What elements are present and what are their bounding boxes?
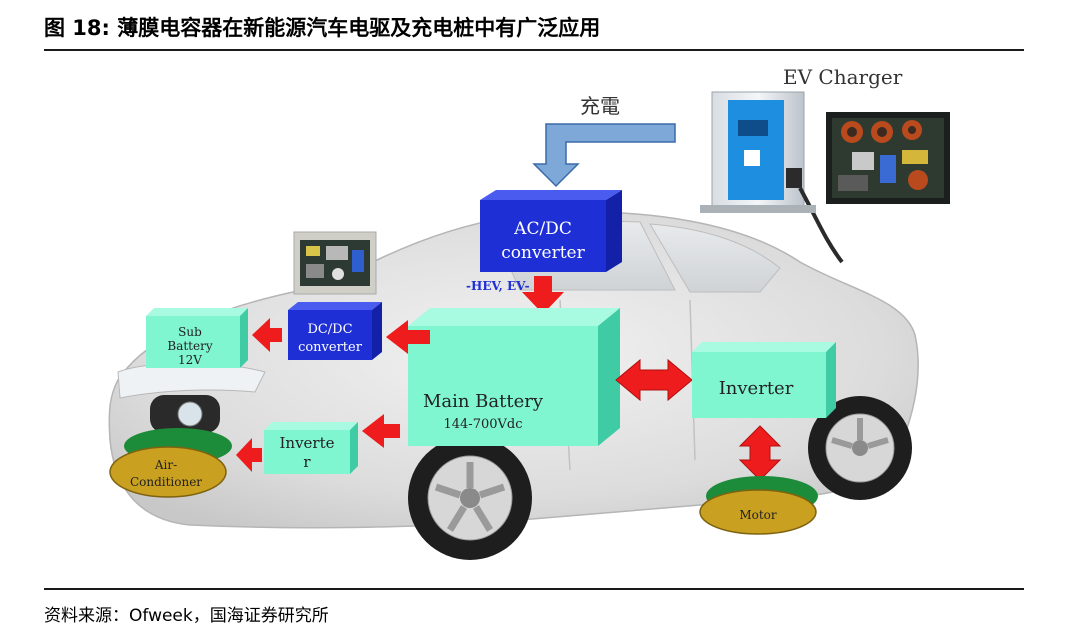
inverter-main: Inverter <box>692 342 836 418</box>
arrow-dcdc-to-subbattery <box>252 318 282 352</box>
inverter-small-line2: r <box>303 453 311 471</box>
ac-dc-line2: converter <box>501 243 585 263</box>
ev-charger <box>700 91 844 264</box>
inverter-main-label: Inverter <box>719 378 794 399</box>
ev-charger-label: EV Charger <box>783 65 903 89</box>
air-conditioner-line1: Air- <box>154 458 177 472</box>
sub-battery: Sub Battery 12V <box>146 308 248 368</box>
air-conditioner-line2: Conditioner <box>130 475 202 489</box>
source-note: 资料来源：Ofweek，国海证券研究所 <box>44 606 329 626</box>
sub-battery-line2: Battery <box>167 339 212 353</box>
charging-label: 充電 <box>580 94 620 118</box>
arrow-battery-to-small-inverter <box>362 414 400 448</box>
dcdc-board-photo <box>293 231 377 295</box>
arrow-inverter-to-aircon <box>236 438 262 472</box>
ac-dc-line1: AC/DC <box>513 219 572 239</box>
arrow-battery-to-dcdc <box>386 320 430 354</box>
motor: Motor <box>699 476 818 535</box>
front-wheel <box>408 436 532 560</box>
title-divider <box>44 49 1024 51</box>
sub-battery-line1: Sub <box>178 325 202 339</box>
charging-arrow <box>532 123 676 188</box>
footer-divider <box>44 588 1024 590</box>
ac-dc-converter: AC/DC converter <box>480 190 622 272</box>
motor-label: Motor <box>739 508 777 522</box>
dc-dc-line2: converter <box>298 340 363 355</box>
charger-circuit-board-photo <box>826 112 950 204</box>
arrow-acdc-to-battery <box>522 276 564 314</box>
main-battery: Main Battery 144-700Vdc <box>408 308 620 446</box>
rear-wheel <box>808 396 912 500</box>
sub-battery-line3: 12V <box>178 353 202 367</box>
air-conditioner: Air- Conditioner <box>109 428 232 498</box>
dc-dc-converter: DC/DC converter <box>288 302 382 360</box>
figure-title: 图 18: 薄膜电容器在新能源汽车电驱及充电桩中有广泛应用 <box>44 16 601 40</box>
dc-dc-line1: DC/DC <box>307 322 352 337</box>
main-battery-line2: 144-700Vdc <box>443 417 522 432</box>
hev-ev-label: -HEV, EV- <box>466 279 530 293</box>
main-battery-line1: Main Battery <box>423 391 544 412</box>
inverter-small-line1: Inverte <box>279 434 334 452</box>
inverter-small: Inverte r <box>264 422 358 474</box>
